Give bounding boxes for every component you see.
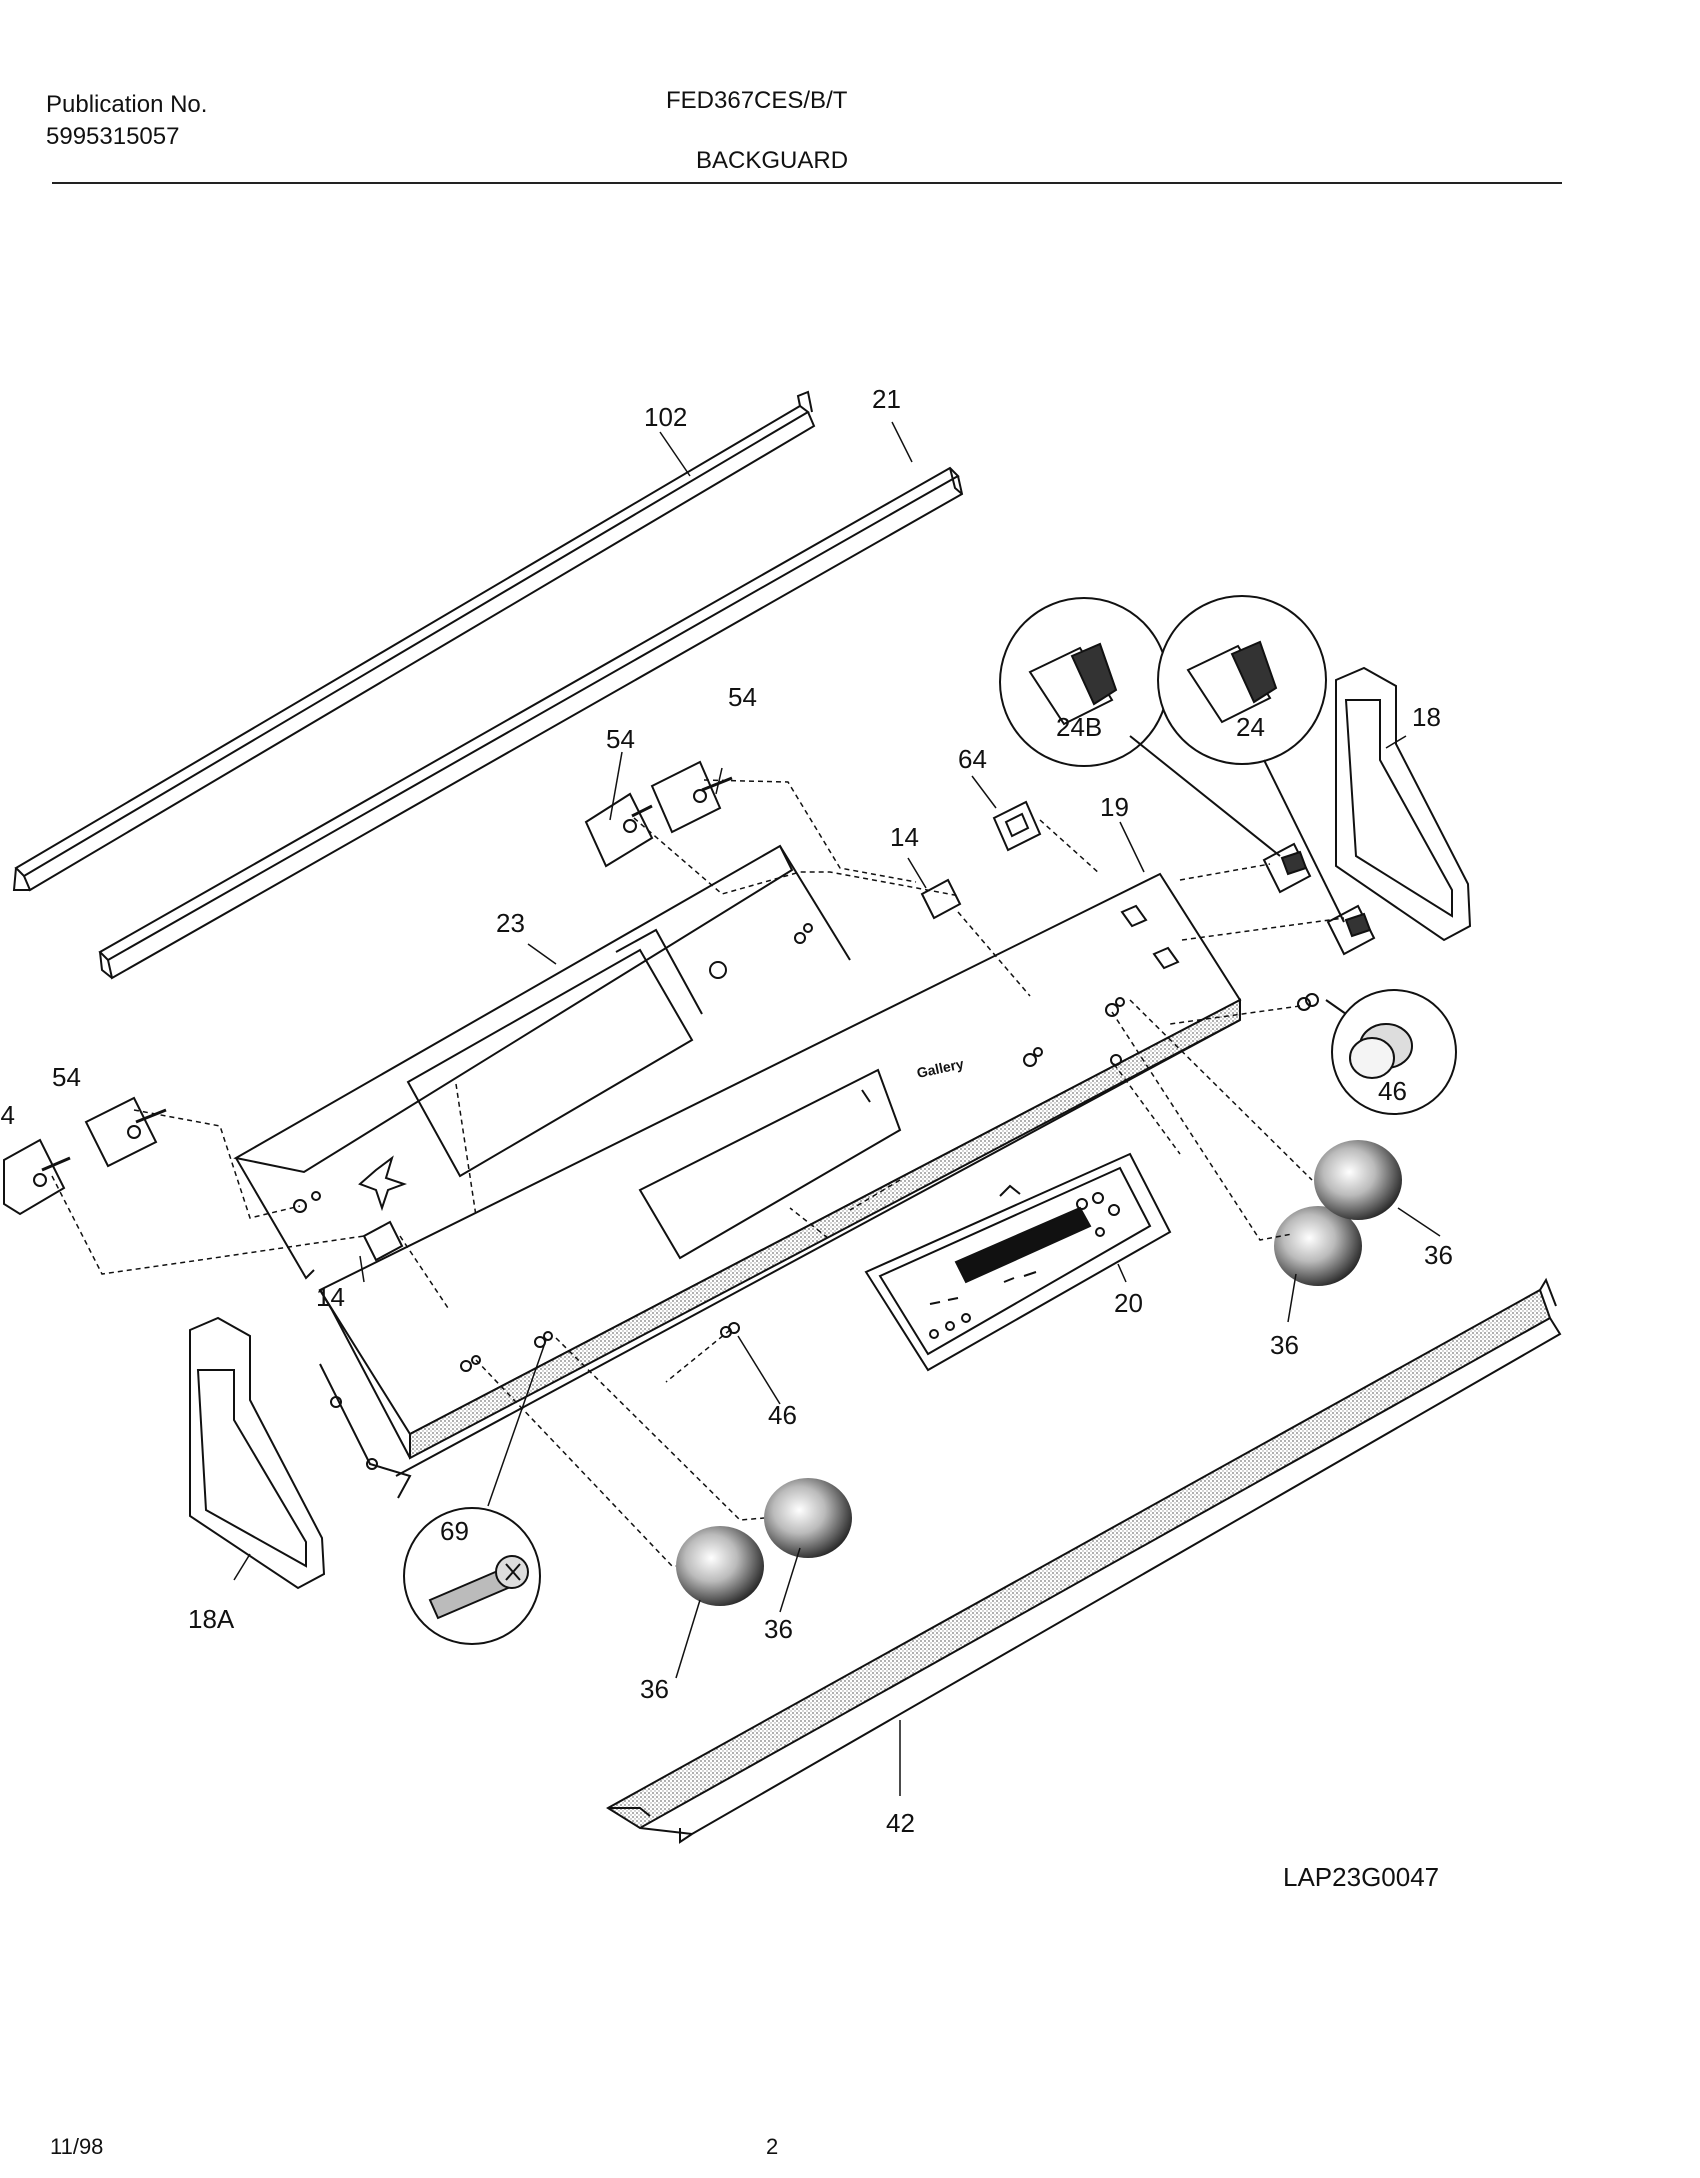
assembly-lines	[51, 779, 1345, 1567]
lamp-24	[1326, 904, 1376, 956]
control-panel-19	[293, 872, 1242, 1499]
section-title: BACKGUARD	[696, 147, 849, 174]
switch-54-d	[3, 1138, 71, 1216]
callout-54-a: 54	[606, 724, 635, 754]
callout-14-a: 14	[890, 822, 919, 852]
callout-64: 64	[958, 744, 987, 774]
callout-23: 23	[496, 908, 525, 938]
callout-circle-24	[1157, 595, 1345, 923]
callout-24: 24	[1236, 712, 1265, 742]
callout-20: 20	[1114, 1288, 1143, 1318]
callout-69: 69	[440, 1516, 469, 1546]
callout-circle-24b	[999, 597, 1281, 857]
callout-36-d: 36	[640, 1674, 669, 1704]
footer-date: 11/98	[50, 2134, 104, 2159]
switch-54-b	[650, 760, 733, 834]
callout-24b: 24B	[1056, 712, 1102, 742]
callout-circle-69	[403, 1507, 541, 1645]
switch-54-c	[84, 1096, 167, 1168]
end-cap-18	[1335, 666, 1472, 942]
lower-trim-42	[606, 1277, 1562, 1844]
lamp-24b	[1262, 842, 1312, 894]
channel-21	[98, 466, 964, 980]
switch-14-a	[920, 878, 962, 920]
switch-14-b	[362, 1220, 404, 1262]
callout-42: 42	[886, 1808, 915, 1838]
callout-labels: 102 21 24B 24 18 54 54 54 54 64 14 14 19…	[0, 384, 1453, 1838]
knob-caps-46	[720, 993, 1319, 1338]
callout-14-b: 14	[316, 1282, 345, 1312]
callout-21: 21	[872, 384, 901, 414]
knob-36-a	[676, 1140, 1402, 1606]
callout-46-a: 46	[1378, 1076, 1407, 1106]
publication-number: 5995315057	[46, 123, 180, 150]
callout-36-b: 36	[1270, 1330, 1299, 1360]
lens-64	[992, 800, 1042, 852]
footer-page-number: 2	[766, 2134, 779, 2159]
header-rule	[52, 182, 1562, 184]
callout-18a: 18A	[188, 1604, 235, 1634]
callout-46-b: 46	[768, 1400, 797, 1430]
callout-54-b: 54	[728, 682, 757, 712]
callout-19: 19	[1100, 792, 1129, 822]
model-number: FED367CES/B/T	[666, 87, 848, 114]
callout-36-a: 36	[1424, 1240, 1453, 1270]
end-cap-18a	[189, 1316, 326, 1590]
rear-panel-23	[233, 844, 851, 1280]
switch-54-a	[584, 792, 654, 868]
clock-timer-20	[864, 1152, 1172, 1372]
leader-lines	[233, 421, 1441, 1796]
callout-circle-46	[1325, 989, 1457, 1115]
publication-label: Publication No.	[46, 91, 208, 118]
callout-102: 102	[644, 402, 687, 432]
callout-36-c: 36	[764, 1614, 793, 1644]
callout-54-c: 54	[52, 1062, 81, 1092]
trim-strip-102	[12, 390, 816, 892]
callout-18: 18	[1412, 702, 1441, 732]
callout-54-d: 54	[0, 1100, 15, 1130]
drawing-code: LAP23G0047	[1283, 1862, 1440, 1892]
